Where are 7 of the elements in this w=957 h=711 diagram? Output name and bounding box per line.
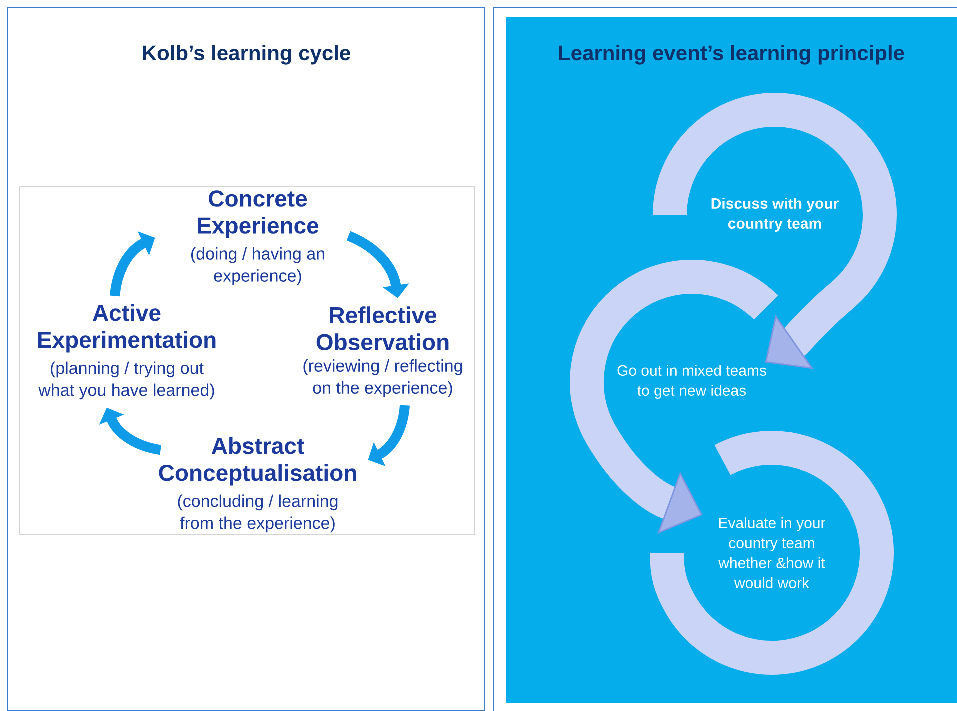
step-label: Discuss with your country team — [712, 198, 839, 232]
step-label: Go out in mixed teams to get new ideas — [618, 365, 766, 399]
stage-label: Active Experimentation (planning / trying out what you have learned) — [38, 304, 216, 400]
stage-label: Abstract Conceptualisation (concluding / learning from the experience) — [159, 437, 356, 533]
stage-label: Reflective Observation (reviewing / reflecting on the experience) — [304, 306, 462, 398]
step-label: Evaluate in your country team whether &how it would work — [718, 518, 826, 588]
stage-label: Concrete Experience (doing / having an experience) — [191, 190, 324, 286]
